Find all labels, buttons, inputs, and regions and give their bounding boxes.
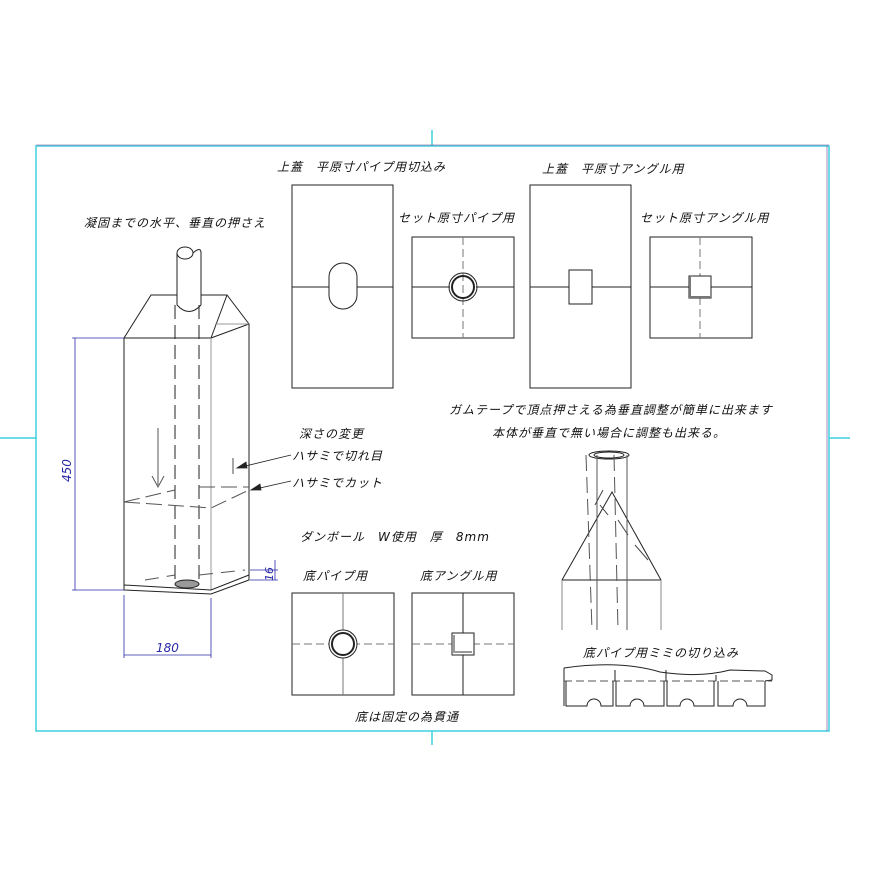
height-dimension: 450 (60, 459, 74, 482)
set-angle-title: セット原寸アングル用 (640, 211, 770, 225)
bottom-tabs-title: 底パイプ用ミミの切り込み (583, 646, 740, 660)
dimension-lines (72, 337, 278, 658)
note-line-1: ガムテープで頂点押さえる為垂直調整が簡単に出来ます (449, 403, 773, 417)
cardboard-spec-label: ダンボール W使用 厚 8mm (300, 530, 490, 544)
set-pipe-title: セット原寸パイプ用 (398, 211, 516, 225)
set-pipe-pattern (411, 236, 515, 339)
bottom-angle-title: 底アングル用 (420, 569, 498, 583)
lid-pipe-flat-title: 上蓋 平原寸パイプ用切込み (277, 160, 447, 174)
bottom-pipe-pattern (291, 592, 395, 696)
width-dimension: 180 (156, 641, 179, 655)
scissors-cut-label: ハサミでカット (292, 476, 384, 490)
leader-arrows (232, 454, 292, 491)
bottom-angle-pattern (411, 592, 515, 696)
sheet-frame (0, 130, 850, 745)
lid-pipe-flat-pattern (291, 184, 394, 389)
lid-angle-flat-title: 上蓋 平原寸アングル用 (542, 162, 685, 176)
bottom-through-label: 底は固定の為貫通 (355, 710, 460, 724)
depth-change-label: 深さの変更 (299, 427, 365, 441)
tape-pyramid-illustration (561, 450, 662, 631)
note-line-2: 本体が垂直で無い場合に調整も出来る。 (492, 426, 727, 440)
scissors-slit-label: ハサミで切れ目 (292, 449, 384, 463)
box-assembly-illustration (123, 246, 250, 595)
bottom-pipe-title: 底パイプ用 (303, 569, 369, 583)
bottom-tabs-strip (563, 664, 773, 707)
lid-angle-flat-pattern (529, 184, 632, 389)
base-thickness-dimension: 16 (263, 567, 276, 581)
set-angle-pattern (649, 236, 753, 339)
left-assembly-title: 凝固までの水平、垂直の押さえ (84, 216, 267, 230)
